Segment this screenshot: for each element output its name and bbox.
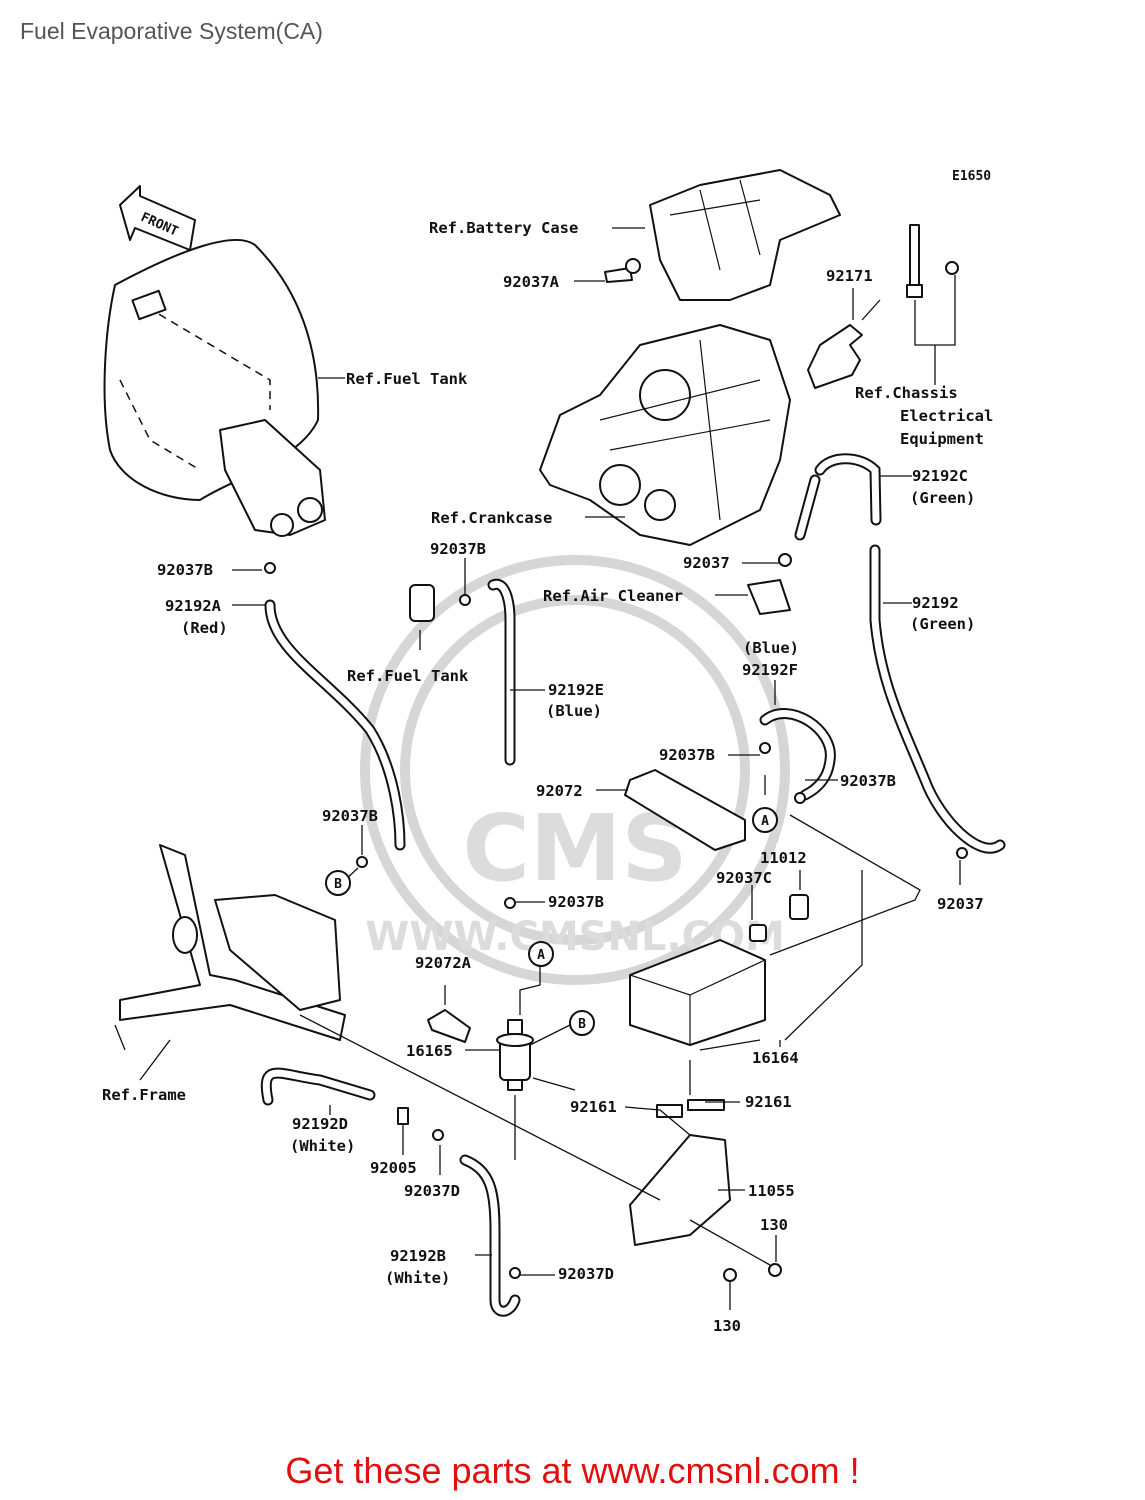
label-92037B-tank: 92037B: [430, 540, 486, 558]
label-ref-chassis-1: Ref.Chassis: [855, 384, 958, 402]
label-92171: 92171: [826, 267, 873, 285]
label-92037B-f1: 92037B: [659, 746, 715, 764]
battery-case-drawing: [604, 169, 841, 301]
label-92037-top: 92037: [683, 554, 730, 572]
label-92161-left: 92161: [570, 1098, 617, 1116]
label-92192E: 92192E: [548, 681, 604, 699]
diagram-code: E1650: [952, 169, 991, 184]
small-parts: [264, 553, 968, 1282]
label-ref-chassis-2: Electrical: [900, 407, 993, 425]
label-92037D-bottom: 92037D: [558, 1265, 614, 1283]
label-92037-right: 92037: [937, 895, 984, 913]
leader-lines: [139, 227, 961, 1310]
callout-circle-b2: [569, 1010, 595, 1036]
label-ref-crankcase: Ref.Crankcase: [431, 509, 552, 527]
hoses: [260, 453, 1006, 1317]
callout-a1: A: [761, 814, 769, 829]
parts-diagram: CMS WWW.CMSNL.COM FRONT: [102, 169, 1006, 1335]
label-92192F: 92192F: [742, 661, 798, 679]
label-92005: 92005: [370, 1159, 417, 1177]
label-ref-chassis-3: Equipment: [900, 430, 984, 448]
label-16165: 16165: [406, 1042, 453, 1060]
label-92037D-top: 92037D: [404, 1182, 460, 1200]
callout-circle-a1: [752, 807, 778, 833]
label-92072: 92072: [536, 782, 583, 800]
label-92192A-color: (Red): [181, 619, 228, 637]
watermark-logo-text: CMS: [462, 795, 687, 902]
label-92161-right: 92161: [745, 1093, 792, 1111]
frame-drawing: [114, 844, 661, 1201]
separator-16165-drawing: [496, 1019, 534, 1091]
label-92192B-color: (White): [385, 1269, 450, 1287]
label-92192E-color: (Blue): [546, 702, 602, 720]
label-92192-color: (Green): [910, 615, 975, 633]
label-92037B-f2: 92037B: [840, 772, 896, 790]
label-92037C: 92037C: [716, 869, 772, 887]
crankcase-drawing: [539, 324, 791, 546]
straps: [427, 769, 746, 1043]
label-92192C: 92192C: [912, 467, 968, 485]
label-130-bottom: 130: [713, 1317, 741, 1335]
watermark-logo: CMS WWW.CMSNL.COM: [360, 555, 790, 985]
callout-circle-a2: [528, 941, 554, 967]
label-92192A: 92192A: [165, 597, 222, 615]
label-92037B-center: 92037B: [548, 893, 604, 911]
label-92192D-color: (White): [290, 1137, 355, 1155]
label-92192B: 92192B: [390, 1247, 446, 1265]
label-ref-frame: Ref.Frame: [102, 1086, 186, 1104]
part-labels: E1650 Ref.Battery Case 92037A 92171 Ref.…: [102, 169, 993, 1335]
label-130-top: 130: [760, 1216, 788, 1234]
bracket-92171-drawing: [807, 224, 959, 389]
footer-link[interactable]: Get these parts at www.cmsnl.com !: [285, 1450, 860, 1491]
label-ref-air-cleaner: Ref.Air Cleaner: [543, 587, 683, 605]
label-92192C-color: (Green): [910, 489, 975, 507]
callout-b1: B: [334, 877, 342, 892]
label-92072A: 92072A: [415, 954, 472, 972]
callout-circle-b1: [325, 870, 351, 896]
label-16164: 16164: [752, 1049, 799, 1067]
front-arrow: FRONT: [119, 185, 196, 251]
page-title: Fuel Evaporative System(CA): [20, 18, 323, 44]
label-92037B-left: 92037B: [157, 561, 213, 579]
label-92192: 92192: [912, 594, 959, 612]
label-92037A: 92037A: [503, 273, 560, 291]
callout-b2: B: [578, 1017, 586, 1032]
canister-16164-drawing: [629, 939, 766, 1046]
label-11055: 11055: [748, 1182, 795, 1200]
fuel-tank-drawing: [103, 238, 326, 537]
label-92192F-color: (Blue): [743, 639, 799, 657]
label-11012: 11012: [760, 849, 807, 867]
label-92192D: 92192D: [292, 1115, 348, 1133]
label-92037B-mid: 92037B: [322, 807, 378, 825]
label-ref-fuel-tank-2: Ref.Fuel Tank: [347, 667, 469, 685]
label-ref-battery-case: Ref.Battery Case: [429, 219, 578, 237]
label-ref-fuel-tank: Ref.Fuel Tank: [346, 370, 468, 388]
callout-a2: A: [537, 948, 545, 963]
